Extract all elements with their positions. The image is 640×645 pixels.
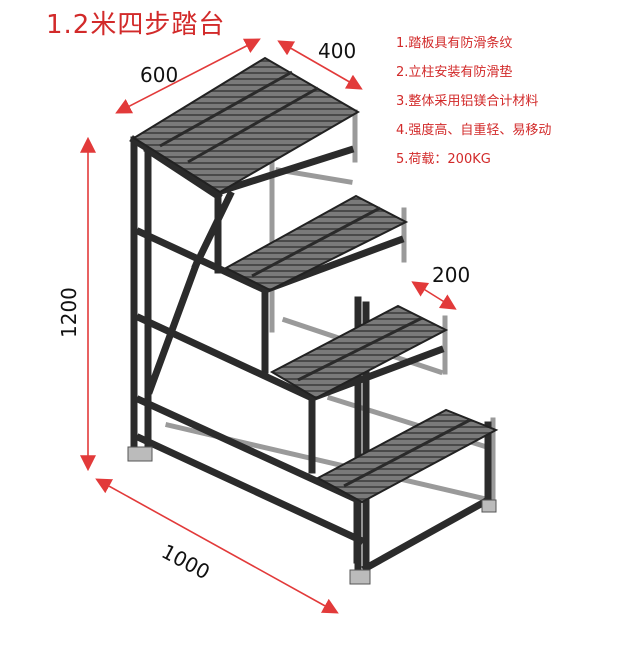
note-item: 2.立柱安装有防滑垫: [396, 65, 513, 80]
note-item: 3.整体采用铝镁合计材料: [396, 94, 539, 109]
width-top-arrow: [115, 38, 261, 114]
foot-pads: [127, 446, 497, 585]
dimension-arrows: [80, 38, 457, 614]
step-depth-arrow: [411, 281, 457, 310]
dim-step-depth: 200: [432, 263, 470, 287]
dim-depth: 400: [318, 39, 356, 63]
length-arrow: [95, 478, 339, 614]
note-item: 1.踏板具有防滑条纹: [396, 36, 513, 51]
note-item: 5.荷载：200KG: [396, 152, 491, 167]
depth-arrow: [277, 40, 363, 90]
feature-notes: 1.踏板具有防滑条纹 2.立柱安装有防滑垫 3.整体采用铝镁合计材料 4.强度高…: [396, 36, 551, 181]
dim-width-top: 600: [140, 63, 178, 87]
step-1-tread: [315, 408, 499, 504]
dim-length: 1000: [158, 539, 214, 584]
dim-height: 1200: [57, 287, 81, 338]
note-item: 4.强度高、自重轻、易移动: [396, 123, 552, 138]
page-title: 1.2米四步踏台: [46, 10, 226, 40]
tread-slats: [159, 70, 471, 488]
